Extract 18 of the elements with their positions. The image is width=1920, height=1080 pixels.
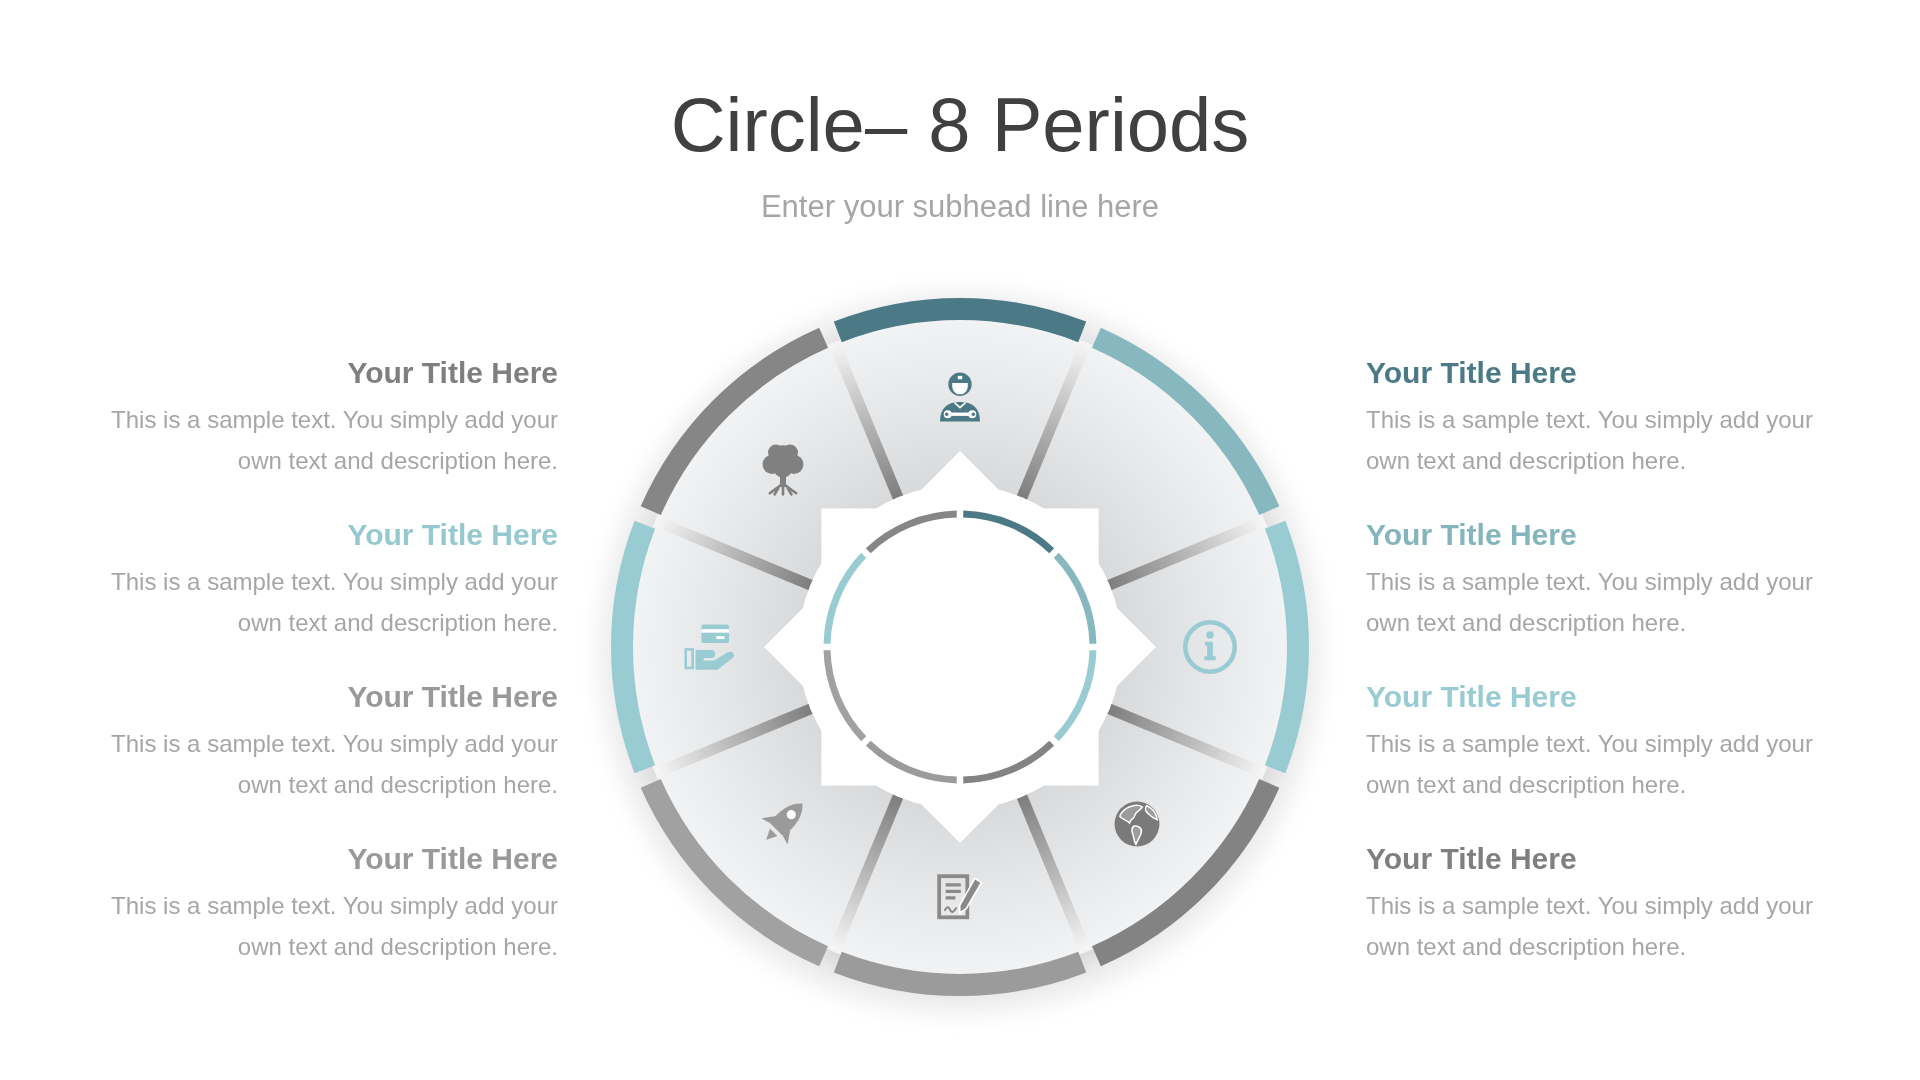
- description-text: This is a sample text. You simply add your own text and description here.: [110, 729, 558, 800]
- slide-title: Circle– 8 Periods: [670, 81, 1250, 169]
- description-text: This is a sample text. You simply add your own text and description here.: [1366, 891, 1814, 962]
- description-text: This is a sample text. You simply add your own text and description here.: [110, 891, 558, 962]
- section-heading: Your Title Here: [1366, 355, 1577, 391]
- description-text: This is a sample text. You simply add your own text and description here.: [1366, 729, 1814, 800]
- description-text: This is a sample text. You simply add your own text and description here.: [110, 405, 558, 476]
- section-heading: Your Title Here: [347, 679, 558, 715]
- description-text: This is a sample text. You simply add your own text and description here.: [1366, 405, 1814, 476]
- section-heading: Your Title Here: [347, 355, 558, 391]
- section-heading: Your Title Here: [347, 841, 558, 877]
- section-heading: Your Title Here: [1366, 517, 1577, 553]
- subtitle: Enter your subhead line here: [760, 188, 1160, 226]
- section-heading: Your Title Here: [347, 517, 558, 553]
- section-heading: Your Title Here: [1366, 841, 1577, 877]
- section-heading: Your Title Here: [1366, 679, 1577, 715]
- description-text: This is a sample text. You simply add your own text and description here.: [1366, 567, 1814, 638]
- description-text: This is a sample text. You simply add your own text and description here.: [110, 567, 558, 638]
